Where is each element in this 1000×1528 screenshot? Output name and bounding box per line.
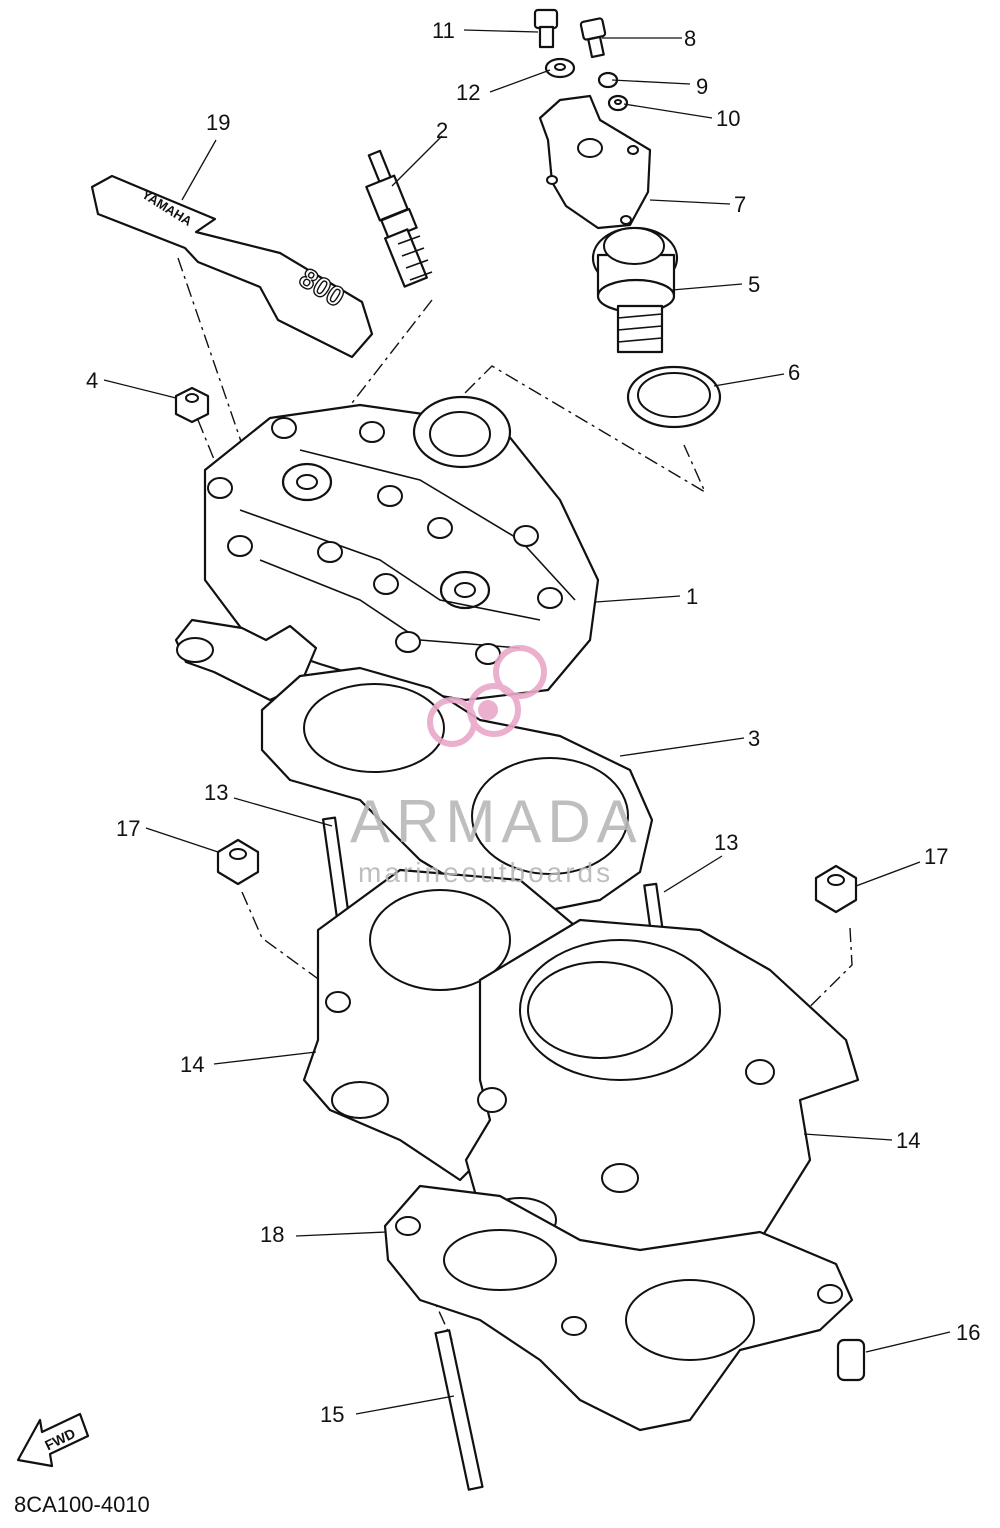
callout-2: 2 [436, 118, 448, 143]
callout-13-right: 13 [714, 830, 738, 855]
callout-11: 11 [432, 18, 455, 43]
stud-15 [434, 1329, 484, 1491]
callout-9: 9 [696, 74, 708, 99]
washer-12 [544, 57, 576, 79]
callout-16: 16 [956, 1320, 980, 1345]
head-gasket [260, 666, 654, 914]
watermark: ARMADA marineoutboards [350, 645, 643, 888]
thermostat-cover [538, 94, 652, 230]
bolt-8 [579, 17, 607, 59]
diagram-code: 8CA100-4010 [14, 1492, 150, 1517]
callout-15: 15 [320, 1402, 344, 1427]
callout-14-left: 14 [180, 1052, 204, 1077]
watermark-title: ARMADA [350, 788, 643, 855]
callout-17-right: 17 [924, 844, 948, 869]
callout-12: 12 [456, 80, 480, 105]
cylinder-right [464, 918, 860, 1282]
callout-8: 8 [684, 26, 696, 51]
decal-part: YAMAHA 800 [90, 174, 374, 359]
cylinder-head [174, 395, 600, 702]
callout-5: 5 [748, 272, 760, 297]
thermostat [591, 226, 679, 354]
callout-14-right: 14 [896, 1128, 920, 1153]
callout-4: 4 [86, 368, 98, 393]
watermark-logo [427, 645, 547, 747]
callout-labels: 11 8 12 9 10 19 2 7 5 6 4 1 3 13 17 13 1… [86, 18, 980, 1427]
callout-1: 1 [686, 584, 698, 609]
callout-3: 3 [748, 726, 760, 751]
thermostat-gasket [626, 365, 722, 429]
washer-10 [607, 94, 629, 112]
nut-17-left [216, 838, 260, 886]
callout-13-left: 13 [204, 780, 228, 805]
callout-6: 6 [788, 360, 800, 385]
callout-17-left: 17 [116, 816, 140, 841]
watermark-subtitle: marineoutboards [358, 857, 613, 888]
dowel-16 [836, 1338, 866, 1382]
callout-10: 10 [716, 106, 740, 131]
bolt-11 [533, 8, 559, 49]
base-gasket [383, 1184, 854, 1432]
callout-19: 19 [206, 110, 230, 135]
nut-4 [174, 386, 210, 424]
fwd-arrow: FWD [16, 1412, 90, 1468]
callout-7: 7 [734, 192, 746, 217]
nut-17-right [814, 864, 858, 914]
callout-18: 18 [260, 1222, 284, 1247]
stud-13-left [321, 816, 351, 920]
leader-lines [103, 29, 951, 1415]
spark-plug [365, 149, 433, 288]
